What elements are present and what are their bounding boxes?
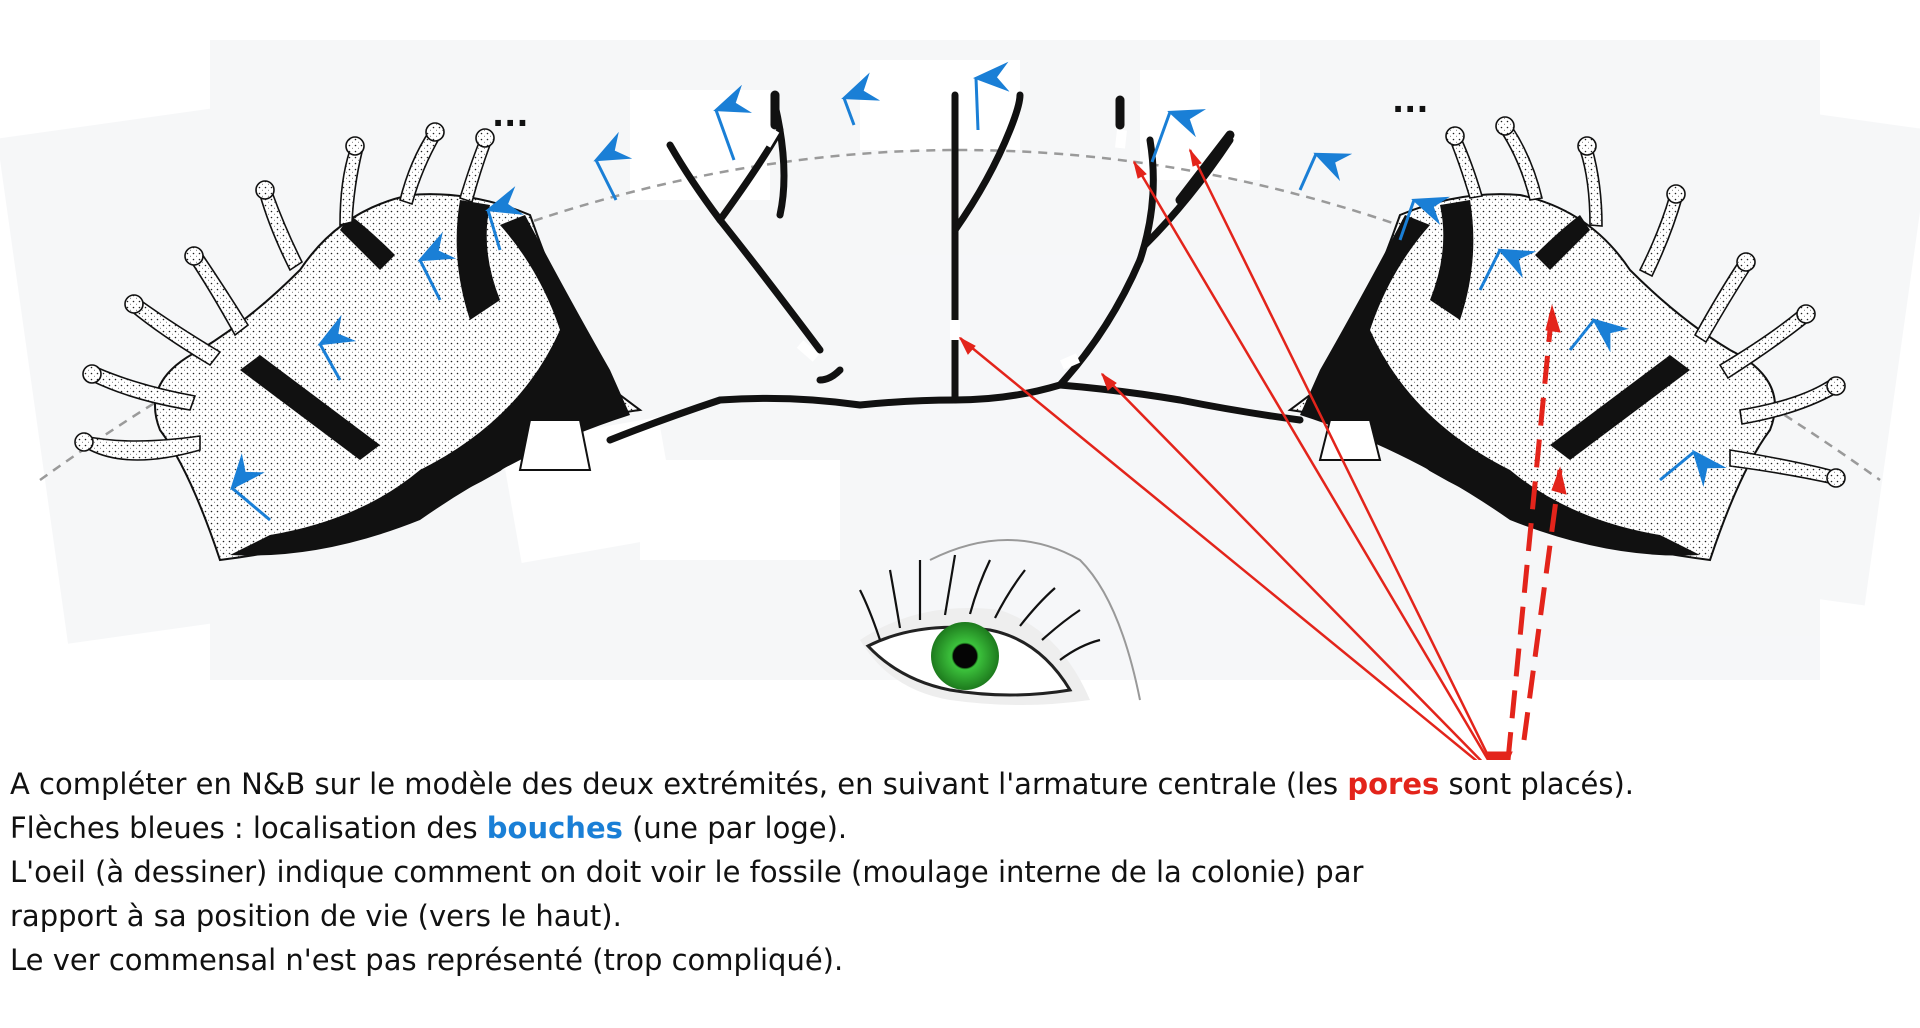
red-arrow-icon xyxy=(1551,466,1567,495)
blue-arrow-icon xyxy=(1568,318,1630,353)
red-arrows xyxy=(958,148,1567,760)
caption-line-1-text: A compléter en N&B sur le modèle des deu… xyxy=(10,767,1348,801)
blue-arrow-icon xyxy=(485,186,524,251)
right-colony-fragment: ... xyxy=(1287,82,1846,562)
red-arrow-icon xyxy=(1545,304,1561,333)
blue-arrow-icon xyxy=(1398,196,1451,241)
blue-arrow-icon xyxy=(1150,109,1207,163)
caption-line-4: rapport à sa position de vie (vers le ha… xyxy=(10,899,622,933)
central-armature xyxy=(606,91,1304,444)
caption-line-3: L'oeil (à dessiner) indique comment on d… xyxy=(10,855,1364,889)
blue-arrow-icon xyxy=(841,72,881,126)
left-colony-fragment: ... xyxy=(74,96,643,562)
blue-arrow-icon xyxy=(973,61,1010,131)
caption-line-2: Flèches bleues : localisation des bouche… xyxy=(10,806,1910,850)
red-arrow-icon xyxy=(1188,149,1492,760)
caption-line-2-text: Flèches bleues : localisation des xyxy=(10,811,487,845)
red-dashed-arrow xyxy=(1505,309,1555,760)
blue-arrow-icon xyxy=(1478,248,1537,291)
caption-line-1-end: sont placés). xyxy=(1439,767,1635,801)
eye-icon xyxy=(859,539,1141,705)
caption-line-2-end: (une par loge). xyxy=(622,811,848,845)
armature-branches-upper xyxy=(770,90,1235,205)
pores-highlight: pores xyxy=(1347,767,1440,801)
right-ellipsis: ... xyxy=(1392,82,1428,120)
fossil-colony-diagram: ... ... xyxy=(39,61,1881,760)
red-arrow-icon xyxy=(1132,161,1490,760)
red-arrow-icon xyxy=(1487,751,1513,760)
red-arrow-icon xyxy=(959,337,1478,760)
blue-arrow-icon xyxy=(1659,449,1727,488)
blue-arrow-icon xyxy=(230,453,271,522)
blue-arrow-icon xyxy=(417,231,457,301)
caption-line-5: Le ver commensal n'est pas représenté (t… xyxy=(10,943,844,977)
red-arrow-icon xyxy=(1101,373,1483,760)
left-ellipsis: ... xyxy=(492,96,528,134)
blue-arrow-icon xyxy=(593,131,633,201)
blue-arrow-icon xyxy=(1298,152,1353,191)
blue-arrow-icon xyxy=(713,84,753,161)
blue-arrows xyxy=(230,61,1727,522)
caption-line-1: A compléter en N&B sur le modèle des deu… xyxy=(10,762,1910,806)
bouches-highlight: bouches xyxy=(486,811,623,845)
caption-block: A compléter en N&B sur le modèle des deu… xyxy=(10,762,1910,982)
blue-arrow-icon xyxy=(317,314,357,381)
armature-gaps xyxy=(761,127,1127,370)
red-dashed-arrow xyxy=(1521,469,1563,741)
